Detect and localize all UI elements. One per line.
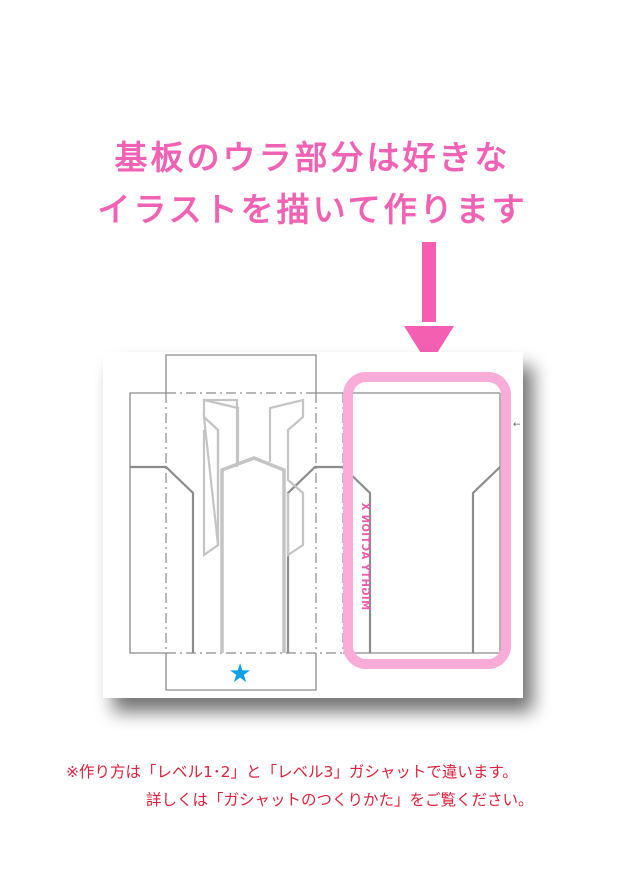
cut-line-bottom-flap — [165, 653, 317, 691]
headline-line-1: 基板のウラ部分は好きな — [114, 138, 511, 177]
headline-line-2: イラストを描いて作ります — [97, 190, 528, 229]
profile-line-right — [471, 466, 501, 653]
profile-line-left — [130, 465, 195, 653]
cut-line-left-card — [129, 392, 166, 654]
inner-part-core — [220, 456, 286, 653]
cut-line-tall-rect — [165, 354, 317, 393]
note-line-2: 詳しくは「ガシャットのつくりかた」をご覧ください。 — [146, 791, 534, 809]
down-arrow-icon — [404, 242, 454, 366]
inner-part-outline — [202, 398, 305, 558]
vertical-label: MIGHTY ACTION X — [359, 502, 372, 610]
note-line-1: ※作り方は「レベル1･2」と「レベル3」ガシャットで違います。 — [66, 763, 518, 781]
small-arrow-icon: ← — [513, 420, 521, 430]
highlight-frame — [343, 372, 511, 669]
paper-sheet — [103, 352, 523, 698]
star-icon: ★ — [228, 659, 251, 689]
